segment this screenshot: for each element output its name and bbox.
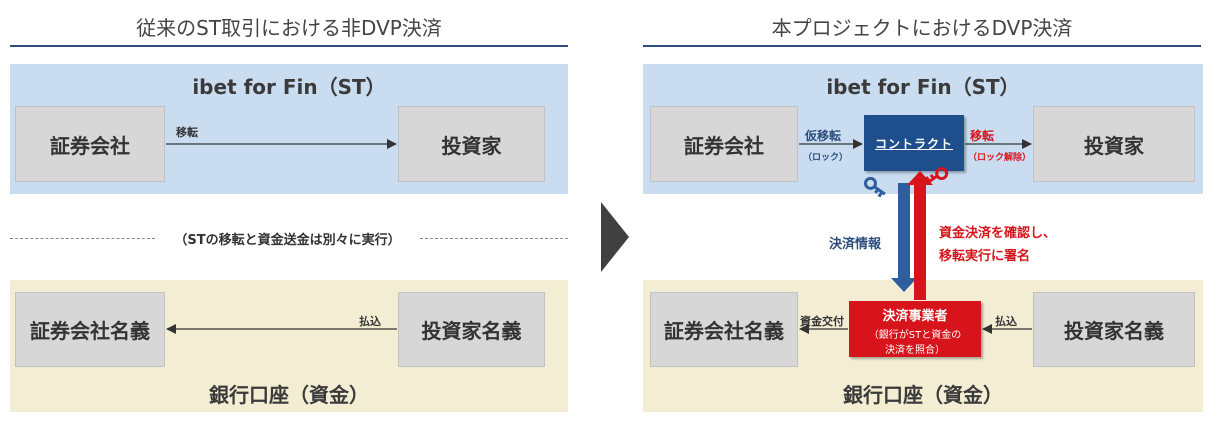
settlement-sub1: （銀行がSTと資金の (868, 330, 962, 341)
contract-label: コントラクト (874, 136, 953, 151)
right-bank-label: 銀行口座（資金） (843, 383, 1003, 407)
left-transfer-label: 移転 (176, 126, 198, 139)
settlement-info-label: 決済情報 (829, 237, 882, 252)
right-title: 本プロジェクトにおけるDVP決済 (771, 16, 1073, 40)
settlement-agent-box: 決済事業者 （銀行がSTと資金の 決済を照合） (849, 301, 981, 357)
signature-arrow (907, 171, 933, 300)
left-investor-label: 投資家 (441, 133, 502, 158)
left-securities-firm-label: 証券会社 (50, 133, 130, 158)
unlock-label: （ロック解除） (968, 153, 1032, 163)
right-securities-account-label: 証券会社名義 (664, 319, 784, 343)
contract-box: コントラクト (864, 115, 964, 171)
settlement-info-arrow (891, 183, 917, 292)
provisional-transfer-label: 仮移転 (805, 129, 842, 143)
right-investor-account-box: 投資家名義 (1033, 292, 1195, 367)
blue-key-icon (863, 176, 886, 198)
left-securities-account-box: 証券会社名義 (15, 292, 165, 367)
payment-delivery-label: 資金交付 (800, 315, 844, 328)
right-investor-label: 投資家 (1084, 133, 1144, 158)
confirm-line1: 資金決済を確認し、 (939, 226, 1057, 241)
left-dashed-line-left (10, 238, 155, 239)
left-ibet-label: ibet for Fin（ST） (192, 75, 386, 99)
right-payment-label: 払込 (995, 315, 1017, 328)
chevron-right-icon (601, 202, 629, 272)
right-securities-firm-box: 証券会社 (650, 106, 798, 182)
left-securities-account-label: 証券会社名義 (30, 319, 150, 343)
left-title-underline (10, 45, 568, 47)
left-investor-account-label: 投資家名義 (421, 319, 522, 343)
settlement-sub2: 決済を照合） (885, 345, 945, 356)
right-investor-box: 投資家 (1033, 106, 1195, 182)
settlement-agent-label: 決済事業者 (882, 309, 948, 324)
transfer-label: 移転 (970, 129, 995, 143)
left-securities-firm-box: 証券会社 (15, 106, 165, 182)
left-dashed-line-right (420, 238, 568, 239)
red-key-icon (925, 167, 949, 185)
lock-label: （ロック） (803, 153, 849, 163)
right-securities-firm-label: 証券会社 (684, 133, 764, 158)
left-payment-label: 払込 (359, 315, 381, 328)
right-ibet-label: ibet for Fin（ST） (826, 75, 1020, 99)
left-separate-note: （STの移転と資金送金は別々に実行） (174, 233, 401, 248)
right-title-underline (643, 45, 1201, 47)
right-investor-account-label: 投資家名義 (1064, 319, 1164, 343)
left-investor-account-box: 投資家名義 (398, 292, 545, 367)
right-securities-account-box: 証券会社名義 (650, 292, 798, 367)
confirm-line2: 移転実行に署名 (939, 249, 1031, 264)
left-investor-box: 投資家 (398, 106, 545, 182)
left-bank-label: 銀行口座（資金） (209, 383, 369, 407)
left-title: 従来のST取引における非DVP決済 (136, 16, 442, 40)
